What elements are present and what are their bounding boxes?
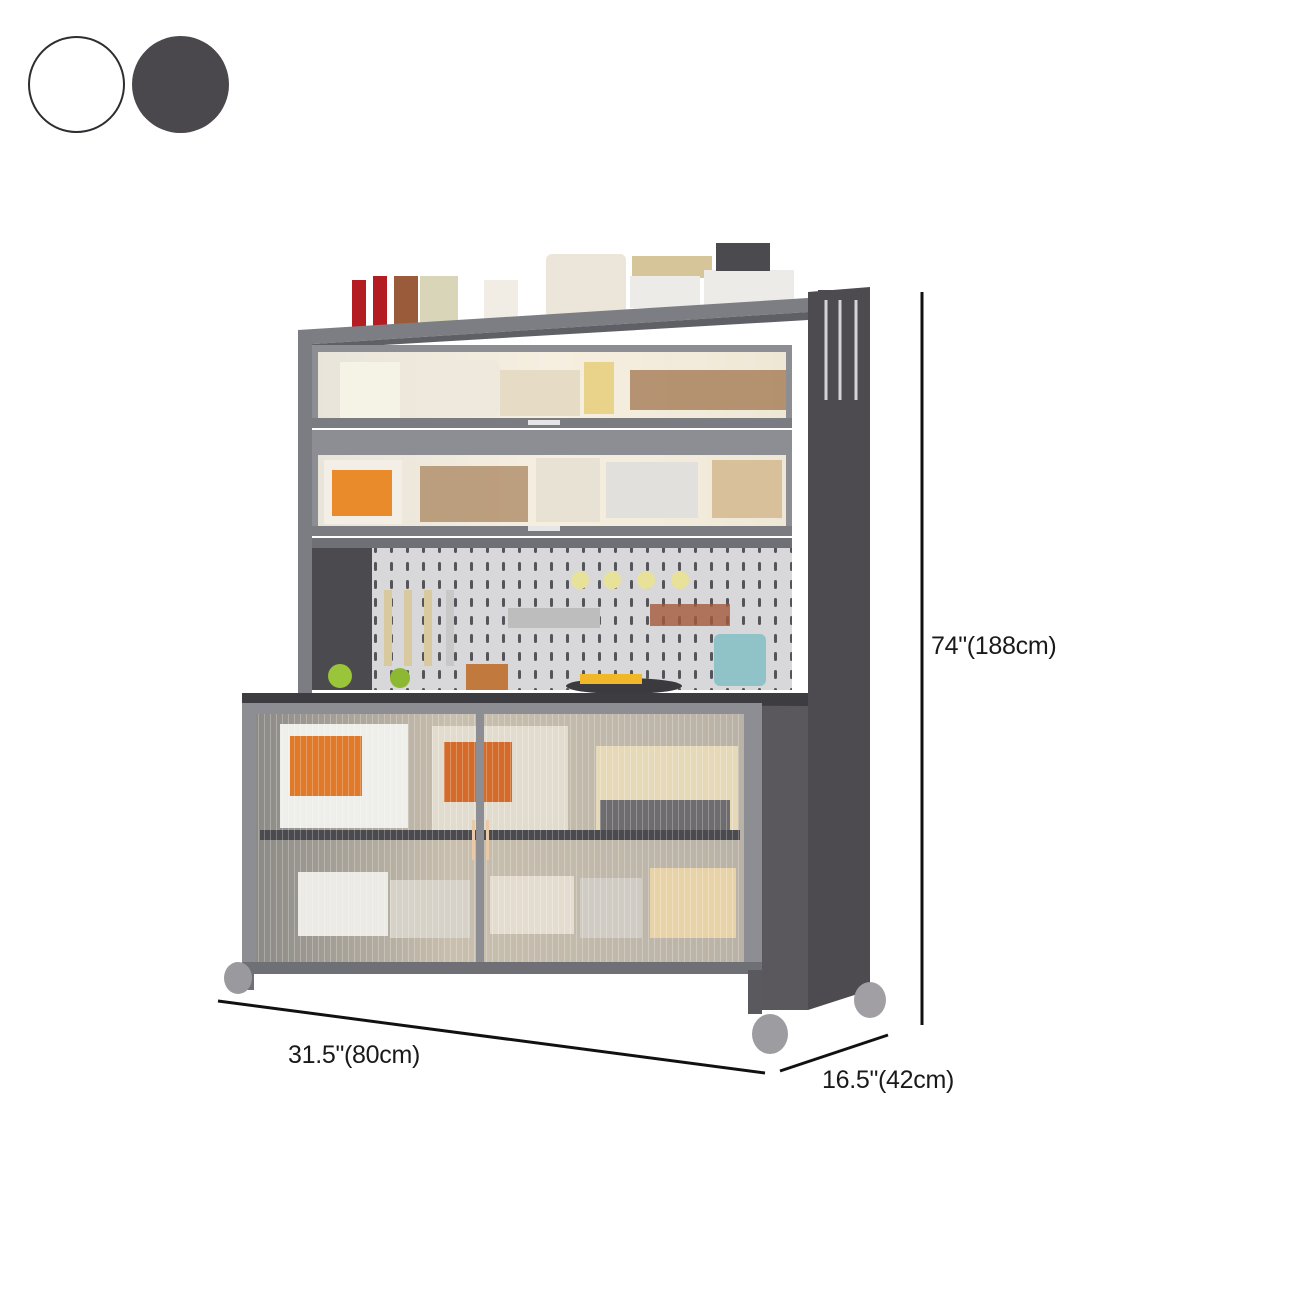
color-swatch-dark-gray[interactable]	[132, 36, 229, 133]
casters	[224, 962, 886, 1054]
height-label: 74"(188cm)	[931, 632, 1057, 660]
color-swatch-white[interactable]	[28, 36, 125, 133]
middle-glass-cabinet	[312, 430, 792, 536]
depth-dimension-line	[779, 1033, 889, 1073]
depth-label: 16.5"(42cm)	[822, 1066, 955, 1094]
width-dimension-line	[217, 999, 766, 1075]
pegboard	[312, 548, 792, 694]
lower-sliding-cabinet	[242, 703, 762, 974]
upper-glass-cabinet	[312, 345, 792, 428]
cabinet-side-panel	[760, 287, 870, 1010]
width-label: 31.5"(80cm)	[288, 1041, 421, 1069]
